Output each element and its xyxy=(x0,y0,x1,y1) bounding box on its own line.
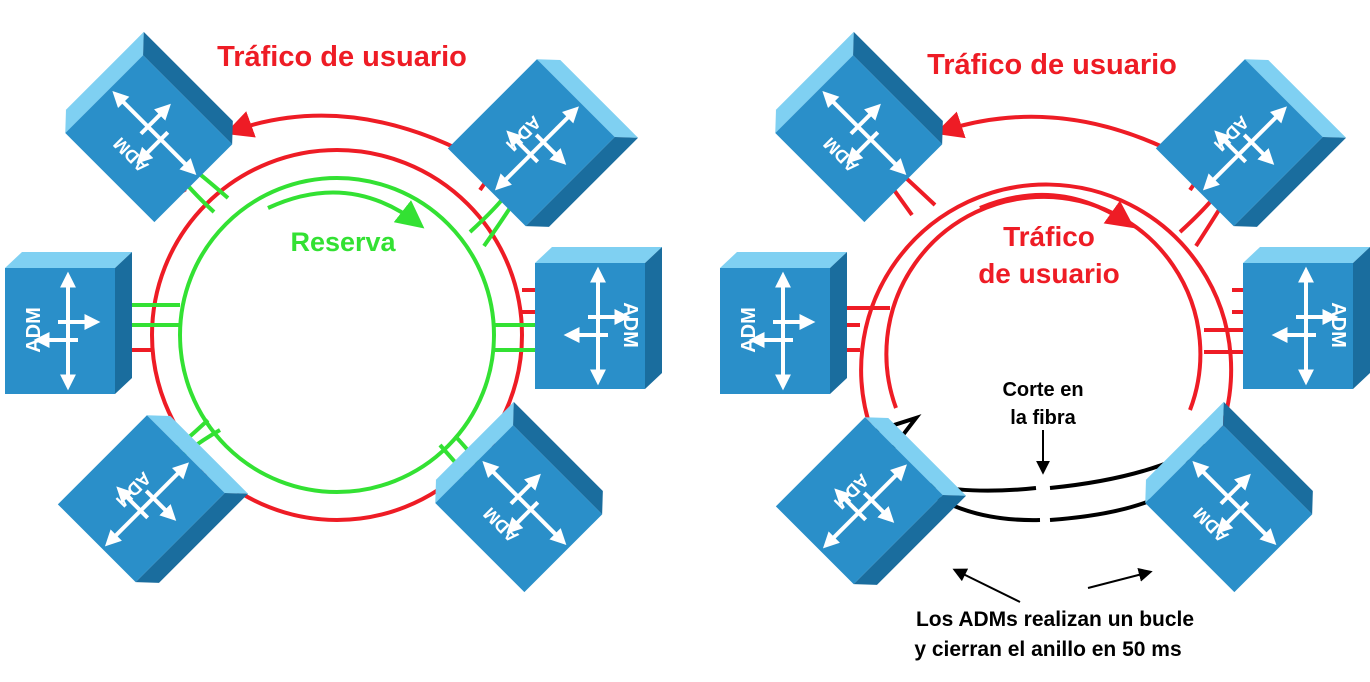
left-adm-node-right: ADM xyxy=(535,247,662,389)
right-ring-diagram: ADM ADM ADM ADM ADM ADM Tráfico de usuar… xyxy=(720,32,1370,661)
right-adm-node-bottom-left: ADM xyxy=(776,406,966,596)
right-inner-traffic-label-line1: Tráfico xyxy=(1003,221,1095,252)
right-note-arrow-right xyxy=(1087,568,1153,589)
left-backup-label: Reserva xyxy=(290,227,396,257)
right-inner-ring xyxy=(884,194,1203,411)
left-backup-ring xyxy=(178,176,496,494)
right-adm-node-top-left: ADM xyxy=(764,32,954,222)
adm-label: ADM xyxy=(1327,302,1349,348)
right-inner-traffic-label-line2: de usuario xyxy=(978,258,1120,289)
right-adm-node-left: ADM xyxy=(720,252,847,394)
right-cut-label-line1: Corte en xyxy=(1002,379,1083,401)
right-adm-node-top-right: ADM xyxy=(1156,48,1346,238)
left-user-traffic-ring xyxy=(150,148,524,522)
left-user-traffic-arrow xyxy=(224,111,461,152)
right-cut-label-line2: la fibra xyxy=(1010,407,1076,429)
right-adm-node-right: ADM xyxy=(1243,247,1370,389)
right-note-line1: Los ADMs realizan un bucle xyxy=(916,608,1194,631)
right-inner-traffic-arrow xyxy=(979,192,1135,229)
right-outer-traffic-arrow xyxy=(934,111,1166,150)
left-user-traffic-title: Tráfico de usuario xyxy=(217,41,467,73)
left-ring-diagram: ADM ADM ADM ADM ADM ADM Tráfico de usuar… xyxy=(5,32,662,594)
adm-label: ADM xyxy=(619,302,641,348)
left-adm-node-bottom-left: ADM xyxy=(58,404,248,594)
left-adm-node-bottom-right: ADM xyxy=(424,402,614,592)
adm-label: ADM xyxy=(23,307,45,353)
right-adm-node-bottom-right: ADM xyxy=(1134,402,1324,592)
left-adm-node-top-right: ADM xyxy=(448,48,638,238)
right-note-line2: y cierran el anillo en 50 ms xyxy=(914,638,1181,661)
right-note-arrow-left xyxy=(952,568,1021,603)
left-backup-arrow xyxy=(267,190,425,229)
left-adm-node-left: ADM xyxy=(5,252,132,394)
right-user-traffic-title: Tráfico de usuario xyxy=(927,49,1177,81)
left-adm-node-top-left: ADM xyxy=(54,32,244,222)
adm-label: ADM xyxy=(738,307,760,353)
